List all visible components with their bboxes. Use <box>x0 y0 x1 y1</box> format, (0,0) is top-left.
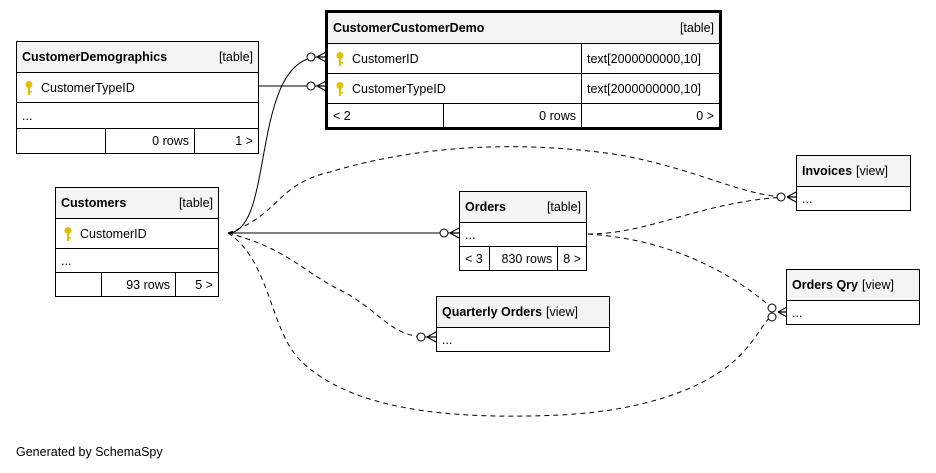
ellipsis: ... <box>465 227 476 242</box>
table-orders[interactable]: Orders [table] ... < 3 830 rows 8 > <box>459 191 587 271</box>
zero-marker <box>767 312 777 322</box>
table-footer: < 3 830 rows 8 > <box>460 246 586 270</box>
column-name: CustomerTypeID <box>352 81 446 96</box>
ellipsis: ... <box>22 108 33 123</box>
child-count[interactable]: 8 > <box>557 247 586 270</box>
table-footer: 0 rows 1 > <box>17 128 258 153</box>
more-columns: ... <box>17 102 258 128</box>
more-columns: ... <box>437 327 609 351</box>
rel-orders-to-ordersqry <box>587 233 773 309</box>
rel-customers-to-invoices <box>227 146 786 234</box>
generated-by-footer: Generated by SchemaSpy <box>16 445 163 459</box>
more-columns: ... <box>56 248 218 272</box>
zero-marker <box>416 332 426 342</box>
rel-orders-to-invoices <box>587 196 786 235</box>
view-quarterly-orders[interactable]: Quarterly Orders [view] ... <box>436 296 610 352</box>
column-name: CustomerTypeID <box>41 80 135 95</box>
crowfoot <box>316 51 327 63</box>
column-row[interactable]: CustomerTypeID text[2000000000,10] <box>328 73 719 103</box>
parent-count[interactable]: < 3 <box>465 251 483 266</box>
column-name: CustomerID <box>80 226 147 241</box>
ellipsis: ... <box>442 332 453 347</box>
table-type: [table] <box>679 21 714 35</box>
zero-marker <box>439 228 449 238</box>
table-name: Orders Qry <box>792 278 859 292</box>
row-count: 830 rows <box>488 247 558 270</box>
rel-customers-to-quarterly <box>227 232 428 338</box>
table-type: [table] <box>218 50 253 64</box>
table-footer: 93 rows 5 > <box>56 272 218 296</box>
table-type: [table] <box>178 196 213 210</box>
crowfoot <box>777 306 788 318</box>
ellipsis: ... <box>802 191 813 206</box>
column-cell: CustomerTypeID <box>328 74 581 103</box>
table-header: CustomerCustomerDemo [table] <box>328 13 719 43</box>
view-invoices[interactable]: Invoices [view] ... <box>796 155 911 211</box>
table-header: Orders Qry [view] <box>787 270 919 300</box>
table-type: [view] <box>862 278 894 292</box>
table-header: Orders [table] <box>460 192 586 222</box>
rel-customers-to-ccd <box>227 56 319 234</box>
crowfoot <box>426 331 437 343</box>
crowfoot <box>449 227 460 239</box>
more-columns: ... <box>787 300 919 324</box>
row-count: 0 rows <box>105 129 194 153</box>
table-header: Customers [table] <box>56 188 218 218</box>
table-customer-customer-demo[interactable]: CustomerCustomerDemo [table] CustomerID … <box>325 10 722 130</box>
column-cell: CustomerID <box>328 44 581 73</box>
column-name: CustomerID <box>352 51 419 66</box>
more-columns: ... <box>460 222 586 246</box>
zero-marker <box>776 192 786 202</box>
child-count[interactable]: 0 > <box>581 104 719 127</box>
table-type: [table] <box>546 200 581 214</box>
table-name: Invoices <box>802 164 853 178</box>
parent-count[interactable] <box>17 129 105 153</box>
table-header: CustomerDemographics [table] <box>17 42 258 72</box>
key-icon <box>336 81 344 96</box>
table-customers[interactable]: Customers [table] CustomerID ... 93 rows… <box>55 187 219 297</box>
table-name: Quarterly Orders <box>442 305 543 319</box>
row-count: 93 rows <box>101 273 175 296</box>
column-row[interactable]: CustomerID text[2000000000,10] <box>328 43 719 73</box>
column-type: text[2000000000,10] <box>581 44 719 73</box>
child-count[interactable]: 1 > <box>194 129 258 153</box>
zero-marker <box>306 81 316 91</box>
table-footer: < 2 0 rows 0 > <box>328 103 719 127</box>
key-icon <box>64 226 72 241</box>
key-icon <box>25 80 33 95</box>
column-type: text[2000000000,10] <box>581 74 719 103</box>
zero-marker <box>306 52 316 62</box>
table-type: [view] <box>856 164 888 178</box>
column-row[interactable]: CustomerID <box>56 218 218 248</box>
ellipsis: ... <box>792 305 803 320</box>
ellipsis: ... <box>61 253 72 268</box>
zero-marker <box>767 303 777 313</box>
table-name: CustomerCustomerDemo <box>333 21 485 35</box>
key-icon <box>336 51 344 66</box>
table-header: Invoices [view] <box>797 156 910 186</box>
parent-count[interactable] <box>56 273 101 296</box>
more-columns: ... <box>797 186 910 210</box>
crowfoot <box>786 191 797 203</box>
table-name: Customers <box>61 196 127 210</box>
table-name: CustomerDemographics <box>22 50 168 64</box>
table-type: [view] <box>546 305 578 319</box>
view-orders-qry[interactable]: Orders Qry [view] ... <box>786 269 920 325</box>
table-customer-demographics[interactable]: CustomerDemographics [table] CustomerTyp… <box>16 41 259 154</box>
parent-count[interactable]: < 2 <box>333 108 351 123</box>
row-count: 0 rows <box>443 104 581 127</box>
column-row[interactable]: CustomerTypeID <box>17 72 258 102</box>
crowfoot <box>316 80 327 92</box>
table-name: Orders <box>465 200 506 214</box>
child-count[interactable]: 5 > <box>175 273 218 296</box>
rel-customers-to-ordersqry <box>227 232 773 417</box>
table-header: Quarterly Orders [view] <box>437 297 609 327</box>
